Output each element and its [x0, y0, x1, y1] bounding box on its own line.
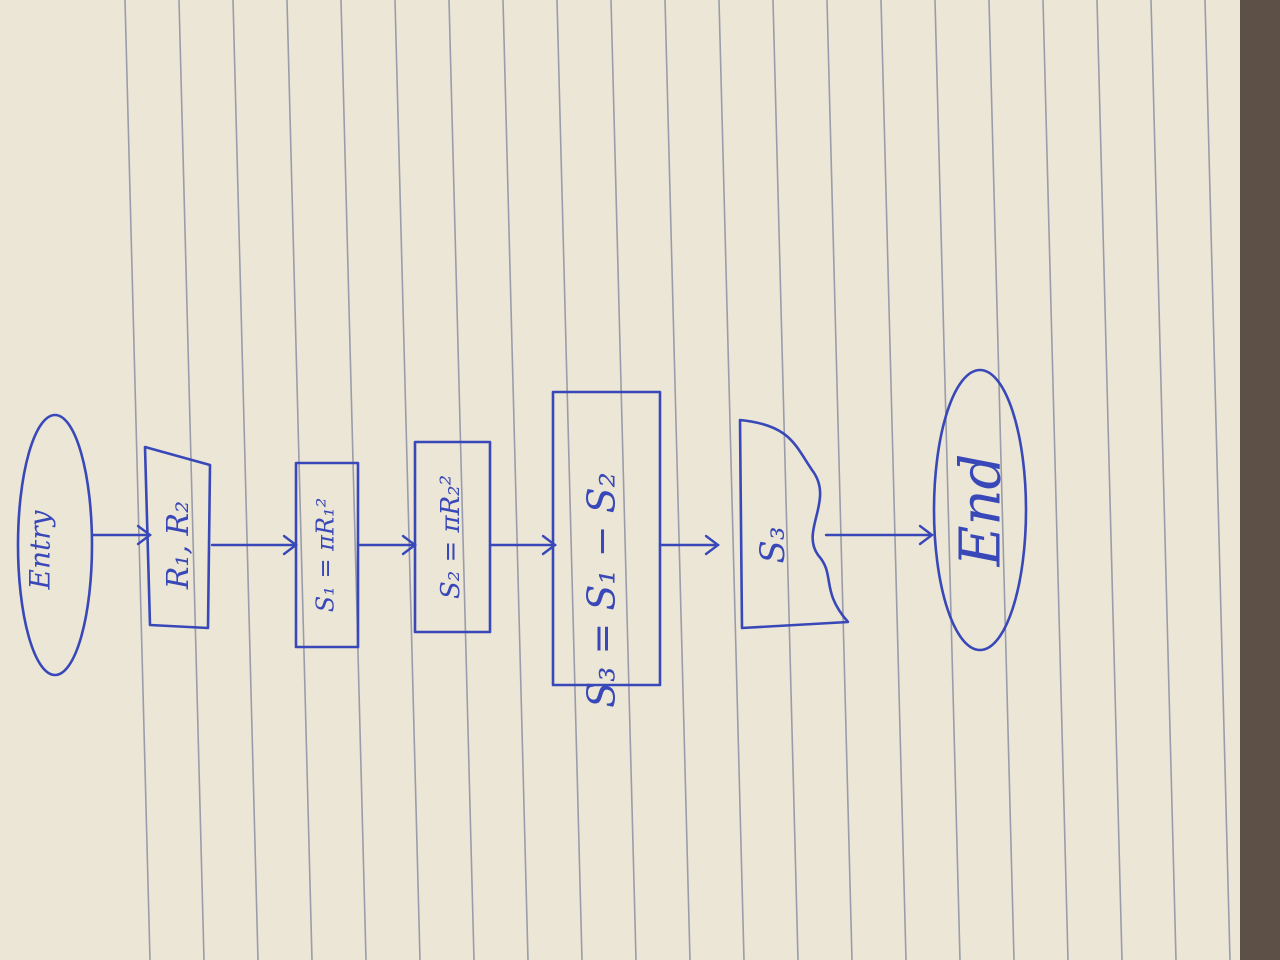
process-box-s2 — [413, 440, 492, 634]
ruled-line — [772, 0, 799, 960]
ruled-line — [718, 0, 745, 960]
end-label: End — [949, 454, 1014, 568]
ruled-line — [556, 0, 583, 960]
process-box-s3 — [551, 390, 662, 687]
ruled-line — [1042, 0, 1069, 960]
ruled-line — [124, 0, 151, 960]
arrow-step3-to-output — [658, 534, 720, 556]
input-parallelogram — [143, 445, 212, 630]
ruled-line — [934, 0, 961, 960]
step3-label: S₃ = S₁ − S₂ — [580, 472, 624, 708]
arrow-output-to-end — [824, 524, 934, 546]
ruled-line — [826, 0, 853, 960]
process-box-s1 — [294, 461, 360, 649]
ruled-line — [988, 0, 1015, 960]
ruled-line — [502, 0, 529, 960]
paper-shadow-edge — [1240, 0, 1280, 960]
step1-label: S₁ = πR₁² — [312, 498, 340, 613]
ruled-line — [394, 0, 421, 960]
step2-label: S₂ = πR₂² — [436, 475, 466, 599]
ruled-line — [178, 0, 205, 960]
ruled-line — [448, 0, 475, 960]
start-terminal — [16, 413, 94, 677]
output-document-shape — [738, 418, 850, 630]
ruled-line — [232, 0, 259, 960]
ruled-line — [340, 0, 367, 960]
ruled-lines — [124, 0, 1231, 960]
output-label: S₃ — [753, 527, 793, 564]
ruled-line — [286, 0, 313, 960]
ruled-line — [880, 0, 907, 960]
start-label: Entry — [24, 509, 57, 590]
end-terminal — [932, 368, 1028, 652]
ruled-line — [1150, 0, 1177, 960]
ruled-line — [1204, 0, 1231, 960]
ruled-line — [1096, 0, 1123, 960]
arrow-step2-to-step3 — [488, 534, 557, 556]
ruled-line — [664, 0, 691, 960]
arrow-start-to-input — [90, 524, 152, 546]
ruled-line — [610, 0, 637, 960]
input-label: R₁, R₂ — [161, 501, 196, 590]
